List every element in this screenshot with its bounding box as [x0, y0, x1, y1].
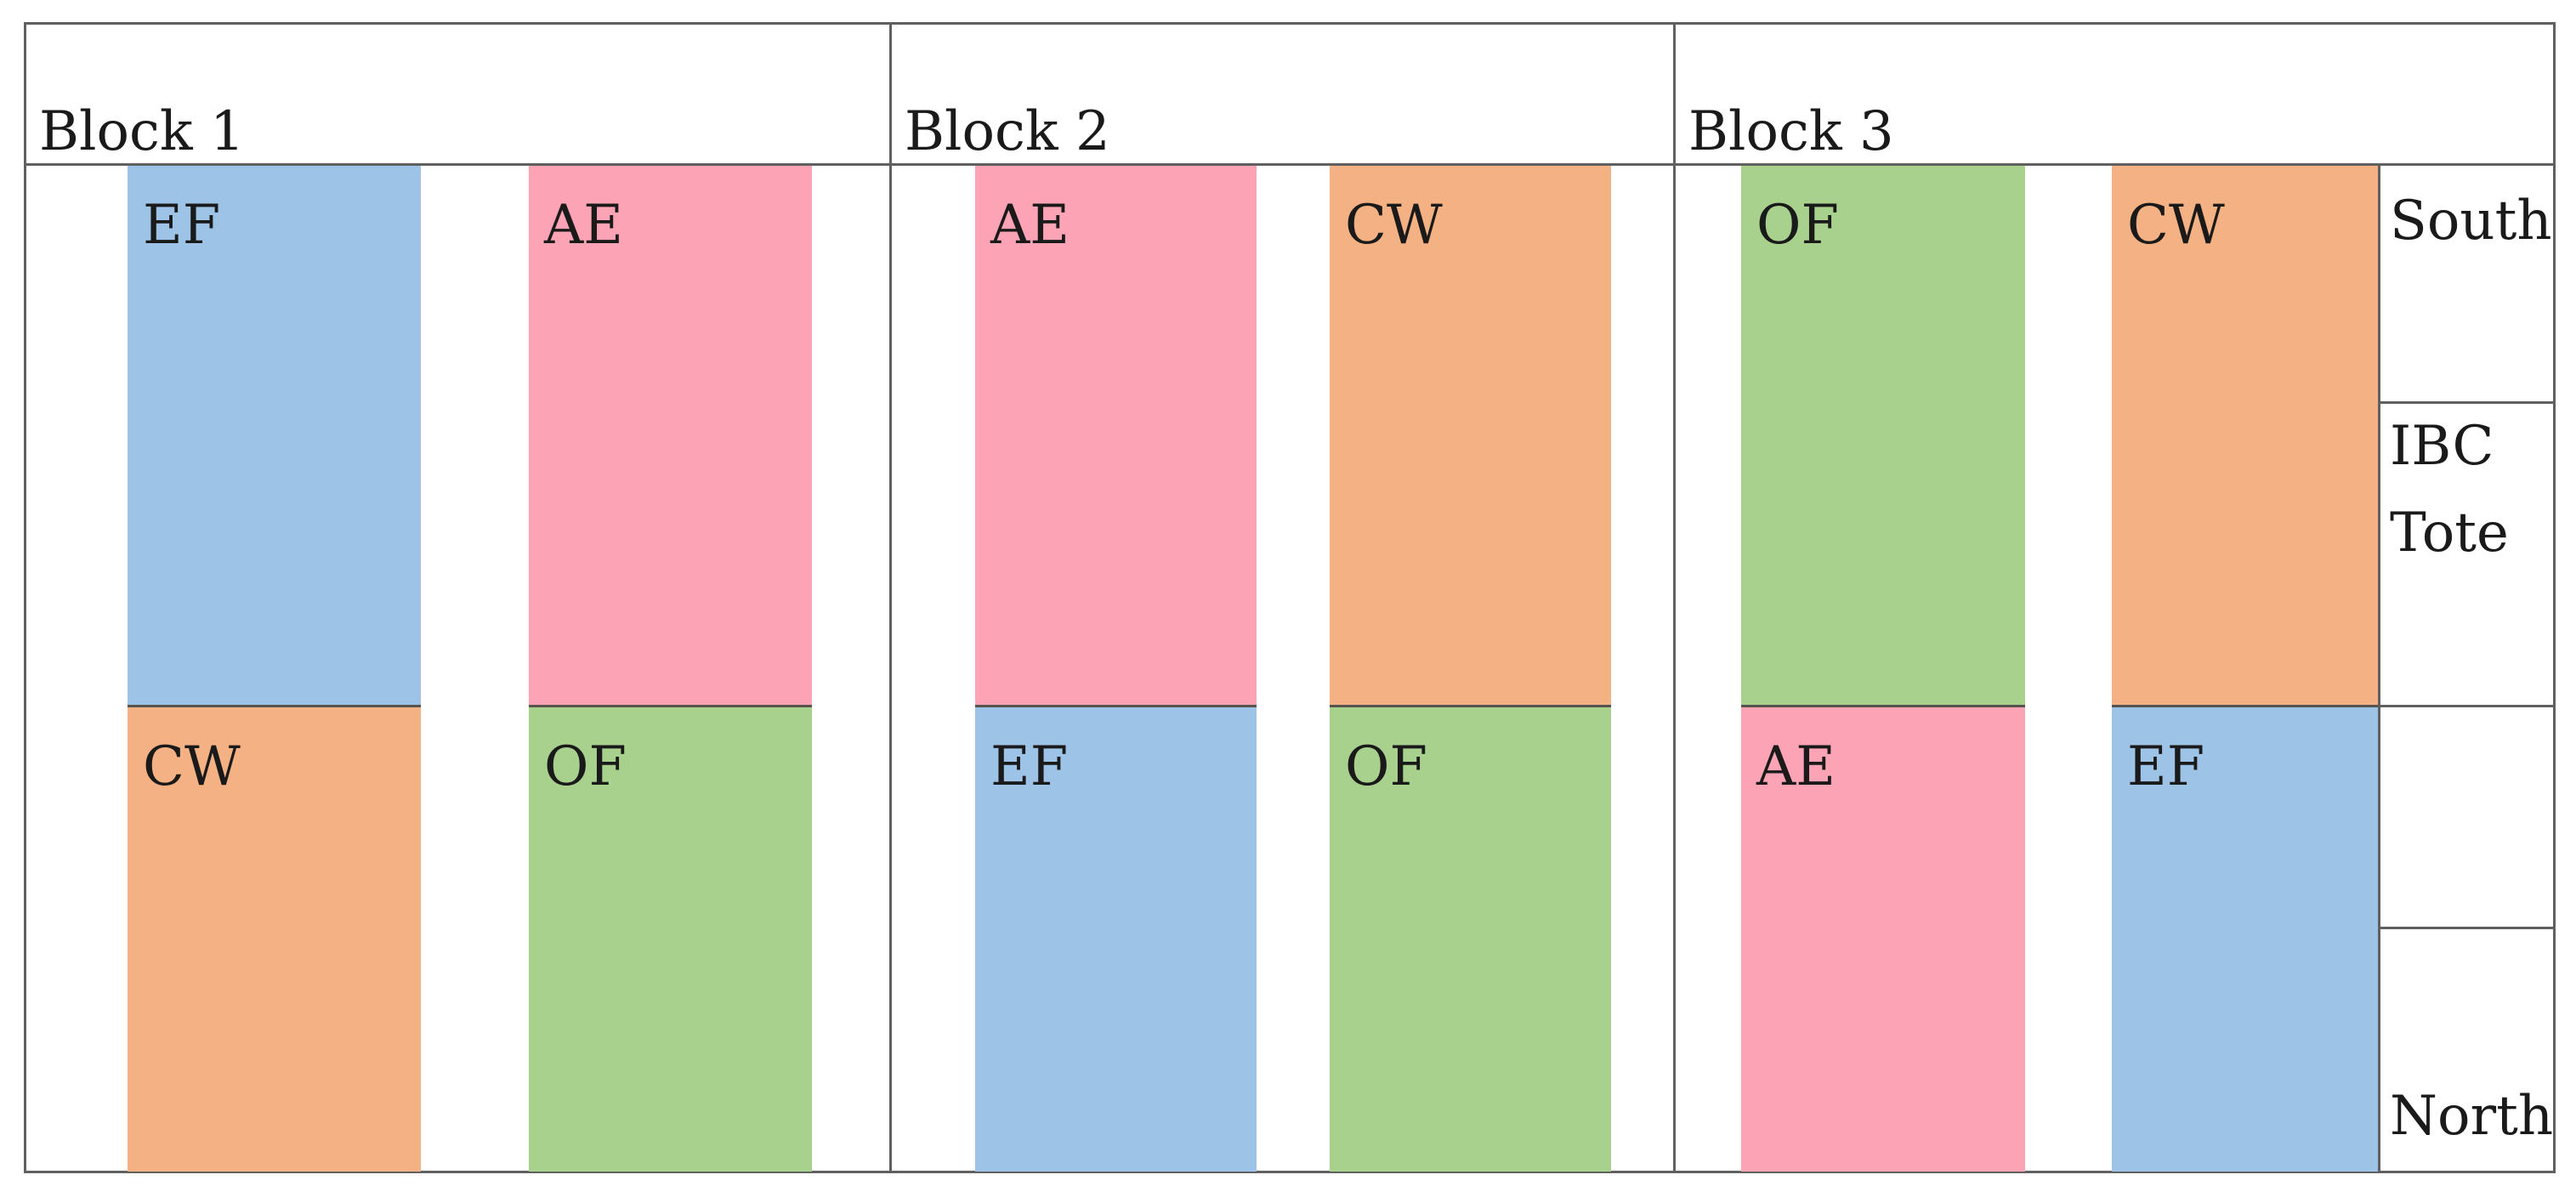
- plot-segment: CW: [2112, 166, 2378, 707]
- block-2-column-2: CW OF: [1330, 166, 1611, 1172]
- plot-segment: CW: [128, 707, 421, 1172]
- table-frame: [24, 22, 2556, 1173]
- side-column-divider: [2378, 163, 2380, 1173]
- treatment-label: OF: [1756, 194, 1839, 257]
- plot-segment: EF: [128, 166, 421, 707]
- side-label-ibc-tote: IBC Tote: [2390, 415, 2509, 565]
- plot-segment: EF: [2112, 707, 2378, 1172]
- block-2-header-label: Block 2: [905, 100, 1110, 163]
- block-1-column-2: AE OF: [529, 166, 812, 1172]
- side-label-south: South: [2390, 190, 2552, 253]
- treatment-label: EF: [143, 194, 221, 257]
- treatment-label: OF: [1345, 735, 1427, 798]
- header-divider-line: [24, 163, 2556, 166]
- plot-segment: AE: [1741, 707, 2025, 1172]
- treatment-label: AE: [544, 194, 623, 257]
- treatment-label: EF: [2127, 735, 2205, 798]
- plot-segment: OF: [529, 707, 812, 1172]
- plot-segment: OF: [1741, 166, 2025, 707]
- treatment-label: CW: [2127, 194, 2225, 257]
- treatment-label: AE: [990, 194, 1070, 257]
- treatment-label: AE: [1756, 735, 1836, 798]
- plot-segment: OF: [1330, 707, 1611, 1172]
- treatment-label: OF: [544, 735, 627, 798]
- block-3-column-2: CW EF: [2112, 166, 2378, 1172]
- plot-segment: CW: [1330, 166, 1611, 707]
- side-row-line-south: [2378, 401, 2556, 404]
- block-1-column-1: EF CW: [128, 166, 421, 1172]
- plot-segment: EF: [975, 707, 1257, 1172]
- block-2-column-1: AE EF: [975, 166, 1257, 1172]
- treatment-label: CW: [143, 735, 241, 798]
- block1-block2-divider: [889, 22, 892, 1173]
- plot-segment: AE: [529, 166, 812, 707]
- side-label-north: North: [2390, 1085, 2554, 1148]
- block-3-column-1: OF AE: [1741, 166, 2025, 1172]
- block-1-header-label: Block 1: [39, 100, 245, 163]
- block-3-header-label: Block 3: [1688, 100, 1894, 163]
- treatment-label: CW: [1345, 194, 1443, 257]
- plot-segment: AE: [975, 166, 1257, 707]
- side-row-line-north: [2378, 927, 2556, 929]
- block2-block3-divider: [1673, 22, 1676, 1173]
- side-row-line-middle: [2378, 705, 2556, 707]
- treatment-label: EF: [990, 735, 1069, 798]
